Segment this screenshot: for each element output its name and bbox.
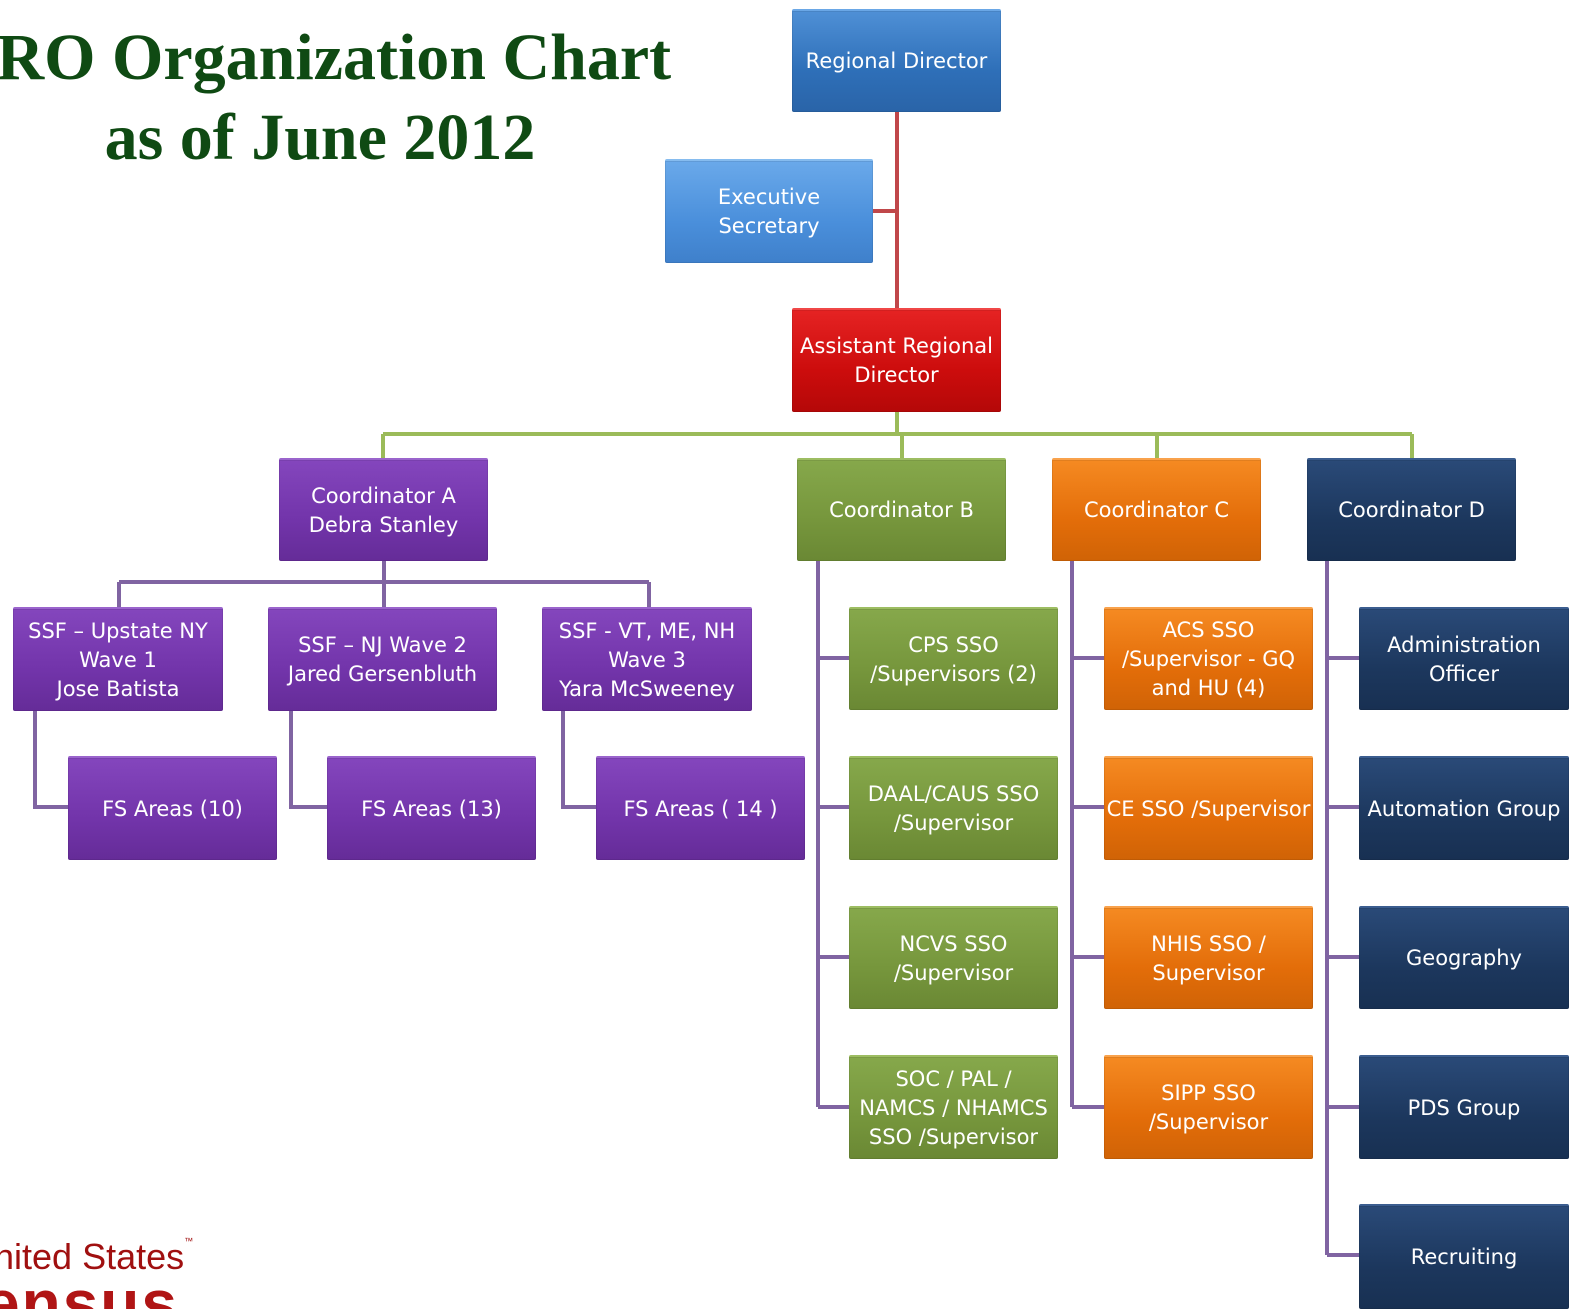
fs-areas-10-box: FS Areas (10) [68,756,277,860]
automation-group-box: Automation Group [1359,756,1569,860]
ncvs-sso-box: NCVS SSO /Supervisor [849,906,1058,1009]
coordinator-c-label: Coordinator C [1083,498,1230,522]
chart-title-line1: YRO Organization Chart [0,21,672,94]
executive-secretary-label: Executive Secretary [717,185,821,238]
ssf-nj-label: SSF – NJ Wave 2 Jared Gersenbluth [287,633,478,686]
ce-sso-label: CE SSO /Supervisor [1106,796,1311,821]
acs-sso-box: ACS SSO /Supervisor - GQ and HU (4) [1104,607,1313,710]
regional-director-box: Regional Director [792,9,1001,112]
assistant-regional-director-label: Assistant Regional Director [800,334,993,387]
geography-box: Geography [1359,906,1569,1009]
executive-secretary-box: Executive Secretary [665,159,873,263]
coordinator-d-label: Coordinator D [1338,498,1485,522]
recruiting-label: Recruiting [1410,1245,1518,1269]
coordinator-d-box: Coordinator D [1307,458,1516,561]
ssf-vt-box: SSF - VT, ME, NH Wave 3 Yara McSweeney [542,607,752,711]
ssf-upstate-label: SSF – Upstate NY Wave 1 Jose Batista [28,618,208,701]
fs-areas-14-label: FS Areas ( 14 ) [623,796,778,821]
census-logo-line2: ensus [0,1267,179,1309]
geography-label: Geography [1406,946,1522,970]
soc-pal-sso-box: SOC / PAL / NAMCS / NHAMCS SSO /Supervis… [849,1055,1058,1159]
coordinator-a-label: Coordinator A Debra Stanley [308,483,459,537]
ssf-nj-box: SSF – NJ Wave 2 Jared Gersenbluth [268,607,497,711]
ncvs-sso-label: NCVS SSO /Supervisor [893,931,1014,985]
connector-ssf-vt-to-fs [561,711,597,809]
coordinator-b-box: Coordinator B [797,458,1006,561]
recruiting-box: Recruiting [1359,1204,1569,1309]
fs-areas-13-box: FS Areas (13) [327,756,536,860]
automation-group-label: Automation Group [1367,796,1561,821]
fs-areas-14-box: FS Areas ( 14 ) [596,756,805,860]
acs-sso-label: ACS SSO /Supervisor - GQ and HU (4) [1121,618,1295,700]
cps-sso-box: CPS SSO /Supervisors (2) [849,607,1058,710]
administration-officer-label: Administration Officer [1387,632,1541,686]
pds-group-box: PDS Group [1359,1055,1569,1159]
chart-title-line2: as of June 2012 [104,101,536,174]
ce-sso-box: CE SSO /Supervisor [1104,756,1313,860]
administration-officer-box: Administration Officer [1359,607,1569,710]
assistant-regional-director-box: Assistant Regional Director [792,308,1001,412]
daal-caus-sso-box: DAAL/CAUS SSO /Supervisor [849,756,1058,860]
connector-ssf-upstate-to-fs [33,711,69,809]
regional-director-label: Regional Director [805,49,988,73]
soc-pal-sso-label: SOC / PAL / NAMCS / NHAMCS SSO /Supervis… [859,1066,1048,1149]
pds-group-label: PDS Group [1407,1095,1521,1120]
coordinator-b-label: Coordinator B [829,498,974,522]
census-logo-line1: nited States™ [0,1236,194,1277]
coordinator-c-box: Coordinator C [1052,458,1261,561]
chart-title: YRO Organization Chart as of June 2012 [0,18,700,178]
daal-caus-sso-label: DAAL/CAUS SSO /Supervisor [867,782,1040,835]
nhis-sso-box: NHIS SSO / Supervisor [1104,906,1313,1009]
sipp-sso-box: SIPP SSO /Supervisor [1104,1055,1313,1159]
coordinator-a-box: Coordinator A Debra Stanley [279,458,488,561]
cps-sso-label: CPS SSO /Supervisors (2) [870,632,1037,686]
sipp-sso-label: SIPP SSO /Supervisor [1148,1081,1269,1134]
ssf-vt-label: SSF - VT, ME, NH Wave 3 Yara McSweeney [558,618,736,701]
fs-areas-13-label: FS Areas (13) [361,796,502,821]
fs-areas-10-label: FS Areas (10) [102,796,243,821]
connector-ssf-nj-to-fs [289,711,328,809]
census-logo: nited States™ ensus [0,1236,220,1309]
ssf-upstate-box: SSF – Upstate NY Wave 1 Jose Batista [13,607,223,711]
nhis-sso-label: NHIS SSO / Supervisor [1151,931,1266,985]
